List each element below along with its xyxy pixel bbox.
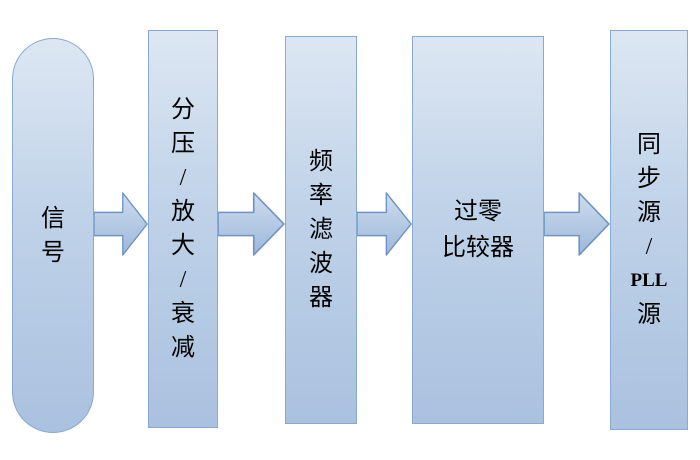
node-signal: 信 号	[12, 38, 94, 433]
label-line: /	[645, 234, 653, 260]
label-line: 滤	[309, 217, 333, 243]
node-zero-crossing-comparator-label: 过零 比较器	[442, 194, 514, 266]
label-line: PLL	[630, 270, 668, 291]
label-line: 压	[171, 131, 195, 157]
label-line: 衰	[171, 301, 195, 327]
label-line: 率	[309, 183, 333, 209]
node-sync-pll-source-label: 同 步 源 / PLL 源	[631, 128, 668, 332]
label-line: 信	[41, 205, 65, 232]
node-signal-label: 信 号	[41, 202, 65, 270]
label-line: 过零	[454, 199, 502, 225]
node-frequency-filter-label: 频 率 滤 波 器	[309, 145, 333, 315]
label-line: /	[179, 267, 187, 293]
node-sync-pll-source: 同 步 源 / PLL 源	[610, 30, 688, 430]
flow-arrow-3	[357, 192, 412, 256]
label-line: 步	[636, 166, 661, 192]
flow-arrow-4	[544, 192, 610, 256]
label-line: 器	[309, 285, 333, 311]
label-line: 源	[636, 302, 661, 328]
node-zero-crossing-comparator: 过零 比较器	[412, 36, 544, 424]
node-divide-amplify-attenuate-label: 分 压 / 放 大 / 衰 减	[171, 93, 195, 365]
label-line: 源	[636, 200, 661, 226]
label-line: 分	[171, 97, 195, 123]
node-divide-amplify-attenuate: 分 压 / 放 大 / 衰 减	[148, 30, 218, 428]
label-line: 同	[636, 132, 661, 158]
label-line: 放	[171, 199, 195, 225]
label-line: /	[179, 165, 187, 191]
label-line: 比较器	[442, 235, 514, 261]
flow-arrow-2	[218, 192, 285, 256]
label-line: 波	[309, 251, 333, 277]
node-frequency-filter: 频 率 滤 波 器	[285, 36, 357, 424]
label-line: 号	[41, 239, 65, 266]
flow-arrow-1	[94, 192, 148, 256]
label-line: 频	[309, 149, 333, 175]
label-line: 减	[171, 335, 195, 361]
label-line: 大	[171, 233, 195, 259]
